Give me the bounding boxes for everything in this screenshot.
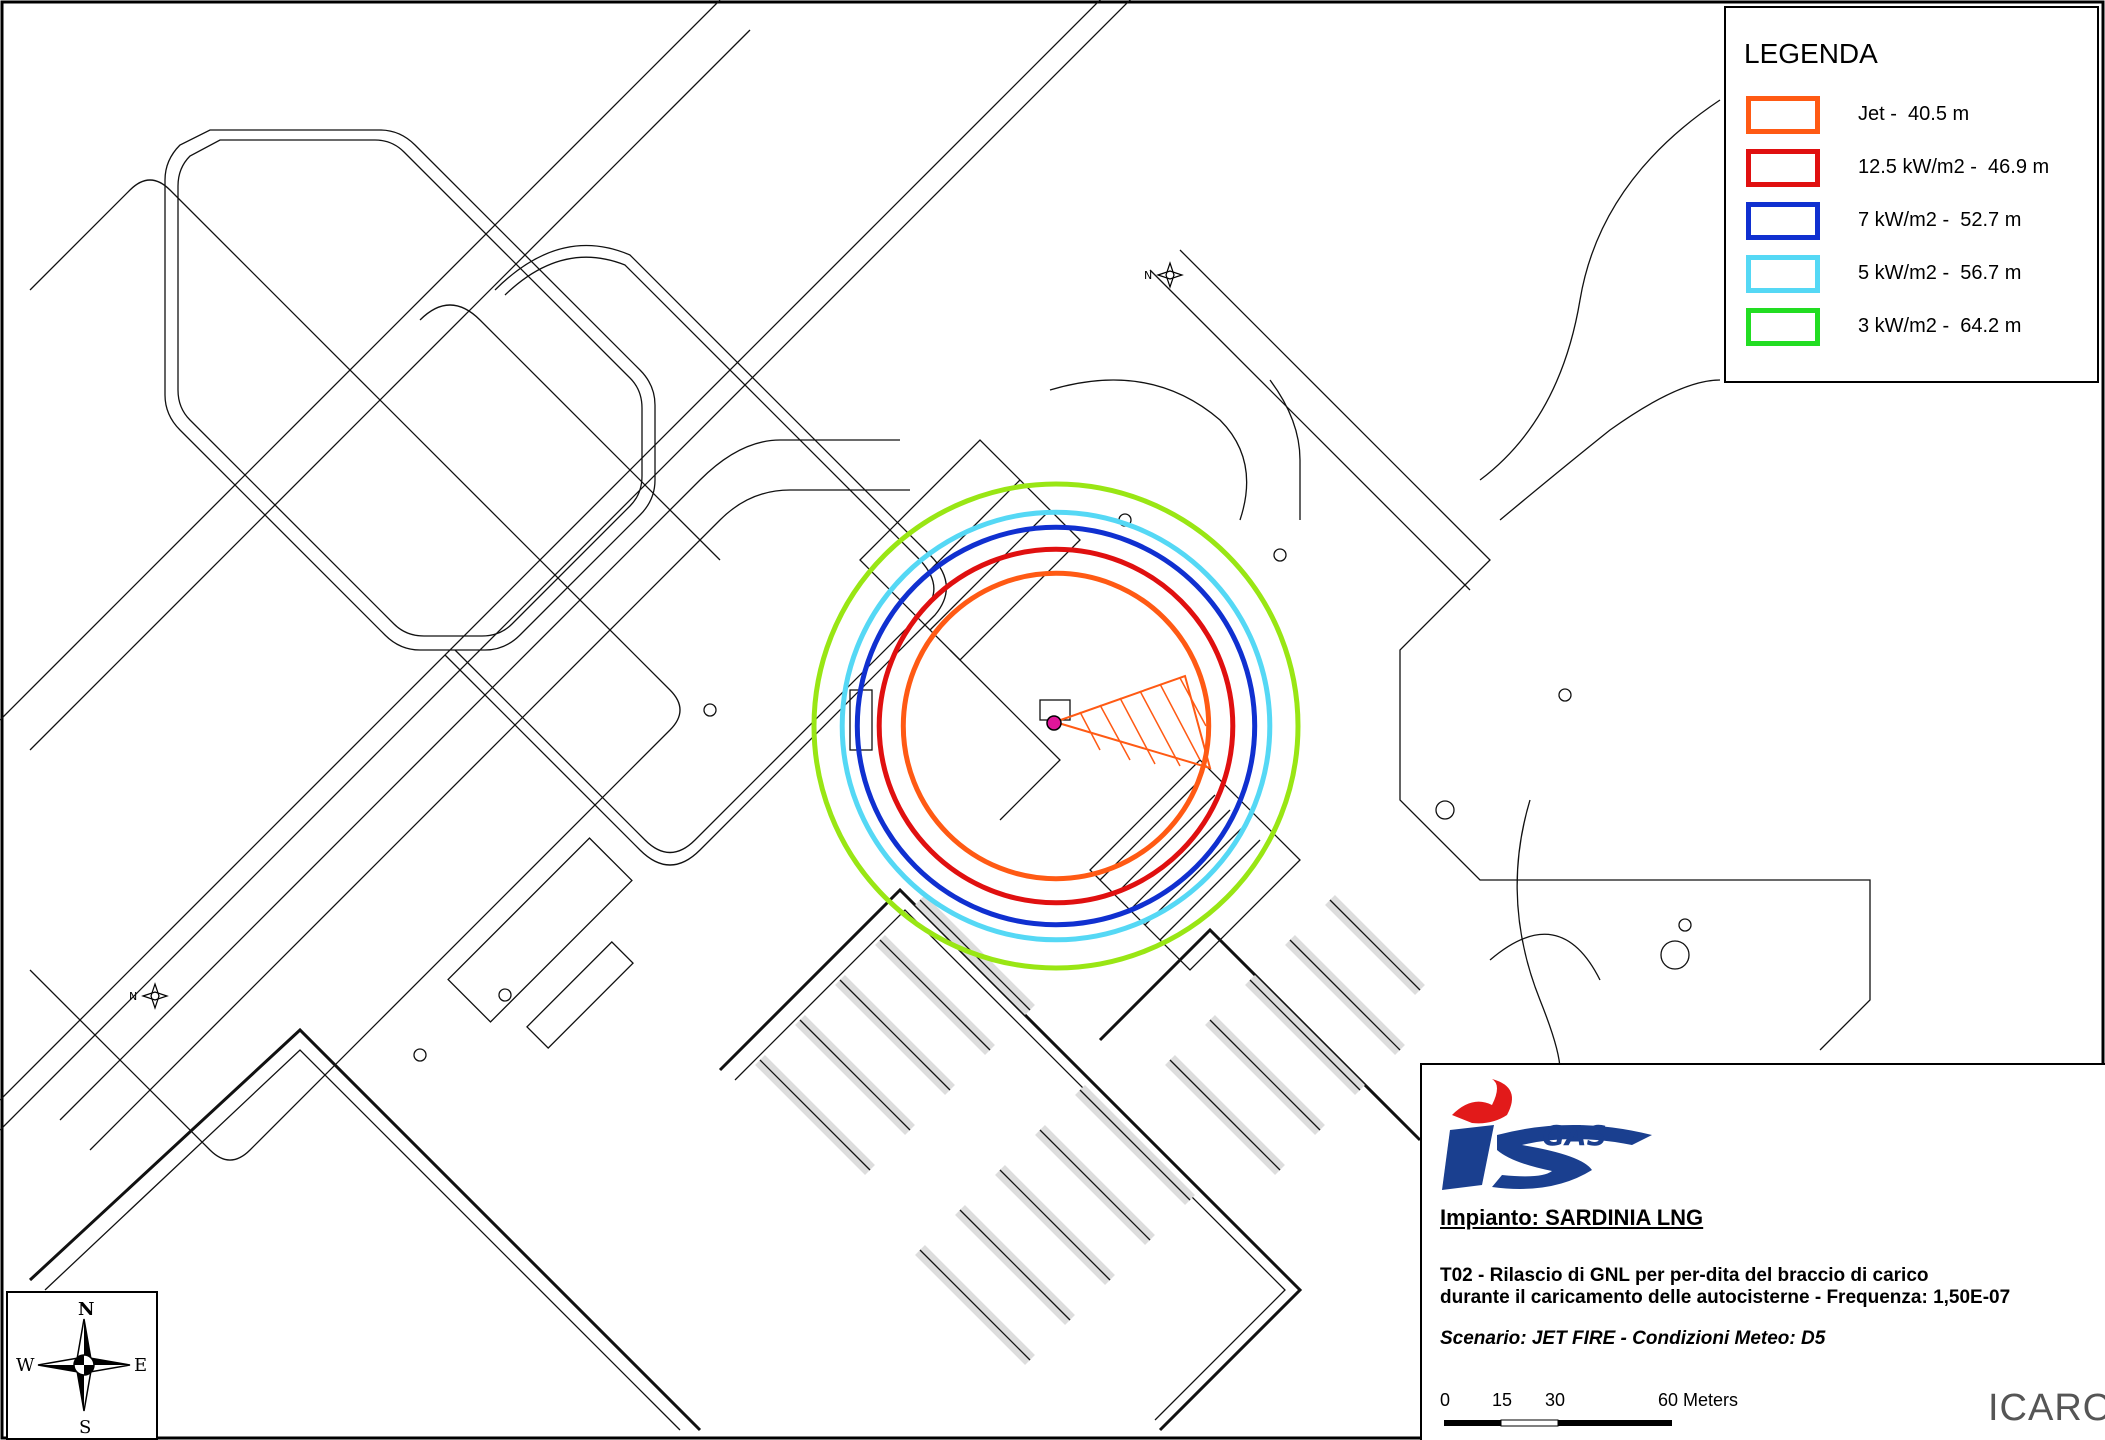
hazard-radii <box>811 481 1301 971</box>
parcel-inner-2 <box>454 256 935 854</box>
road-edge <box>0 0 721 721</box>
building-outline-inner <box>44 1049 681 1431</box>
site-linework <box>0 0 1871 1432</box>
process-line <box>1114 794 1216 896</box>
marker <box>1435 800 1455 820</box>
facility-boundary <box>1149 269 1471 591</box>
marker <box>703 703 717 717</box>
marker <box>498 988 512 1002</box>
hazard-radius-circle <box>811 481 1301 971</box>
contour <box>1499 379 1721 521</box>
compass-e: E <box>134 1355 147 1376</box>
north-marker-label: N <box>1144 269 1152 282</box>
loading-lane <box>949 649 1061 821</box>
legend-swatch <box>1746 149 1820 187</box>
contour <box>1489 933 1601 981</box>
north-marker: N <box>1144 261 1184 289</box>
legend-title: LEGENDA <box>1744 38 1878 69</box>
compass-icon: N S E W <box>16 1299 147 1438</box>
description-line-2: durante il caricamento delle autocistern… <box>1440 1287 2011 1308</box>
legend-swatch <box>1746 255 1820 293</box>
parcel-outline <box>164 129 656 651</box>
parcel-edge <box>419 304 721 561</box>
north-marker: N <box>129 982 169 1010</box>
legend-label: Jet - 40.5 m <box>1858 103 1970 125</box>
parcel-outline-2 <box>444 244 948 866</box>
storage-bullets <box>755 895 1195 1365</box>
icaro-brand: ICARO <box>1988 1387 2105 1429</box>
marker <box>1660 940 1690 970</box>
road-edge <box>29 29 751 751</box>
marker <box>413 1048 427 1062</box>
building-outline <box>28 1027 702 1432</box>
title-block: GAS Impianto: SARDINIA LNG T02 - Rilasci… <box>1420 1063 2105 1440</box>
facility-boundary <box>1179 249 1871 1051</box>
scenario-description: T02 - Rilascio di GNL per per-dita del b… <box>1440 1265 2080 1309</box>
process-area <box>1089 759 1301 971</box>
storage-bullets-2 <box>1165 895 1425 1175</box>
hazard-radius-circle <box>854 524 1258 928</box>
legend-label: 12.5 kW/m2 - 46.9 m <box>1858 156 2050 178</box>
process-line <box>1159 839 1261 941</box>
hazard-radius-circle <box>900 570 1212 882</box>
marker <box>1558 688 1572 702</box>
legend-item: 7 kW/m2 - 52.7 m <box>1746 202 2086 246</box>
release-point <box>1046 715 1062 731</box>
legend-label: 7 kW/m2 - 52.7 m <box>1858 209 2022 231</box>
scale-bar: 0 15 30 60 Meters <box>1440 1390 1860 1435</box>
hazard-radius-circle <box>839 509 1273 943</box>
compass-w: W <box>16 1355 35 1376</box>
legend-item: 3 kW/m2 - 64.2 m <box>1746 308 2086 352</box>
compass-rose: N S E W <box>6 1291 158 1440</box>
legend-item: 12.5 kW/m2 - 46.9 m <box>1746 149 2086 193</box>
contour <box>1516 799 1561 1071</box>
contour <box>1479 99 1721 481</box>
plant-name: Impianto: SARDINIA LNG <box>1440 1205 1704 1230</box>
process-line <box>1144 824 1246 926</box>
legend-label: 3 kW/m2 - 64.2 m <box>1858 315 2022 337</box>
parcel-outline-3 <box>29 179 681 1161</box>
marker <box>1678 918 1692 932</box>
legend-swatch <box>1746 202 1820 240</box>
utility-block <box>526 941 634 1049</box>
process-line <box>1099 779 1201 881</box>
compass-s: S <box>79 1417 91 1438</box>
parcel-inner <box>177 139 643 637</box>
legend-item: Jet - 40.5 m <box>1746 96 2086 140</box>
legend-panel: LEGENDA Jet - 40.5 m 12.5 kW/m2 - 46.9 m 7… <box>1724 6 2099 383</box>
isgas-logo: GAS <box>1442 1079 1652 1190</box>
north-marker-label: N <box>129 990 137 1003</box>
legend-swatch <box>1746 308 1820 346</box>
scale-tick-label: 0 <box>1440 1390 1451 1410</box>
scale-tick-label: 60 Meters <box>1658 1390 1739 1410</box>
hazard-radius-circle <box>876 546 1236 906</box>
scale-tick-label: 15 <box>1492 1390 1513 1410</box>
service-road <box>1049 379 1248 521</box>
process-line <box>1129 809 1231 911</box>
road-edge <box>0 0 1101 1101</box>
scale-tick-label: 30 <box>1545 1390 1566 1410</box>
legend-swatch <box>1746 96 1820 134</box>
road-edge <box>89 489 910 1151</box>
jet-fire-cone <box>1051 674 1212 770</box>
storage-yard <box>718 887 1303 1432</box>
svg-text:GAS: GAS <box>1542 1119 1607 1152</box>
legend-label: 5 kW/m2 - 56.7 m <box>1858 262 2022 284</box>
marker <box>1273 548 1287 562</box>
legend-item: 5 kW/m2 - 56.7 m <box>1746 255 2086 299</box>
storage-yard-2 <box>1098 927 1422 1142</box>
scale-bar-graphic <box>1444 1419 1672 1427</box>
loading-bay <box>859 439 1081 661</box>
road-edge <box>0 0 1131 1131</box>
road-edge <box>59 439 900 1121</box>
utility-block <box>447 837 633 1023</box>
service-road <box>1269 379 1301 520</box>
compass-n: N <box>78 1299 94 1320</box>
scenario-label: Scenario: JET FIRE - Condizioni Meteo: D… <box>1440 1328 1826 1349</box>
description-line-1: T02 - Rilascio di GNL per per-dita del b… <box>1440 1265 1929 1286</box>
